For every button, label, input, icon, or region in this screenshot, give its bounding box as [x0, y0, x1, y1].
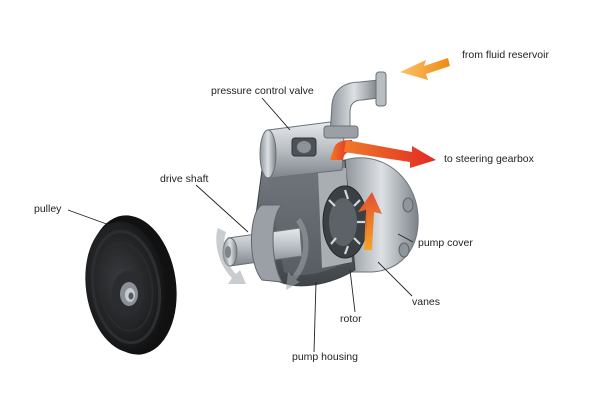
label-rotor: rotor [340, 313, 362, 325]
rotation-arrows [216, 218, 309, 290]
label-from-fluid-reservoir: from fluid reservoir [462, 49, 549, 61]
label-pressure-control-valve: pressure control valve [211, 85, 314, 97]
label-pulley: pulley [34, 203, 62, 215]
pulley [85, 215, 177, 355]
inflow-arrow [400, 58, 450, 80]
label-drive-shaft: drive shaft [160, 173, 209, 185]
label-pump-cover: pump cover [418, 237, 473, 249]
leader-lines [67, 97, 414, 353]
label-to-steering-gearbox: to steering gearbox [444, 153, 535, 165]
outflow-arrow [344, 140, 436, 168]
vanes [328, 189, 365, 255]
pump-body [216, 71, 419, 290]
label-pump-housing: pump housing [292, 351, 358, 363]
pump-cover [344, 157, 419, 273]
label-vanes: vanes [412, 296, 440, 308]
